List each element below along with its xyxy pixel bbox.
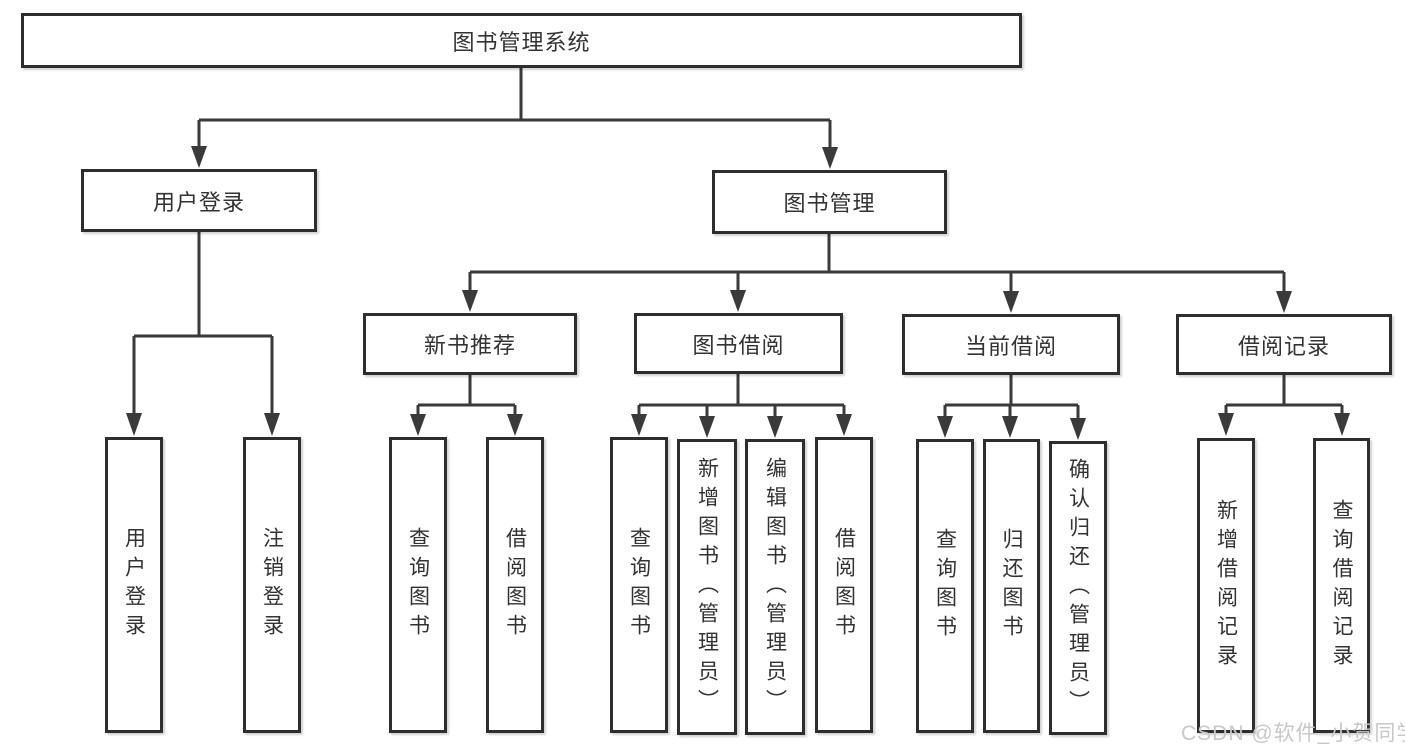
arrowhead <box>410 414 426 436</box>
arrowhead <box>822 147 838 169</box>
node-label: 图书管理系统 <box>452 29 591 55</box>
arrowhead <box>1334 413 1350 436</box>
node-label: 当前借阅 <box>964 333 1057 359</box>
node-label: 图书借阅 <box>692 332 785 358</box>
node-root-system: 图书管理系统 <box>21 13 1022 68</box>
edge-new-books-branch <box>416 375 517 416</box>
node-label: 查询图书 <box>627 527 651 643</box>
node-borrowing-records: 借阅记录 <box>1176 314 1392 375</box>
arrowhead <box>264 413 280 436</box>
node-label: 归还图书 <box>1000 528 1023 644</box>
leaf-user-login: 用户登录 <box>105 437 163 733</box>
node-label: 查询图书 <box>406 527 430 643</box>
leaf-edit-books-admin: 编辑图书（管理员） <box>745 439 805 735</box>
arrowhead <box>937 416 953 438</box>
edge-book-mgmt-branch <box>468 234 1286 293</box>
node-label: 新增借阅记录 <box>1214 498 1238 673</box>
node-label: 图书管理 <box>783 191 876 216</box>
arrowhead <box>699 416 715 438</box>
arrowhead <box>507 414 523 436</box>
node-label: 新增图书（管理员） <box>695 456 719 718</box>
node-label: 查询借阅记录 <box>1330 498 1353 673</box>
arrowhead <box>631 414 647 436</box>
leaf-borrow-books: 借阅图书 <box>815 437 873 733</box>
edge-user-login-branch <box>132 232 274 415</box>
edge-borrow-records-branch <box>1224 375 1344 415</box>
arrowhead <box>1276 291 1292 313</box>
node-label: 查询图书 <box>933 528 957 644</box>
arrowhead <box>730 290 746 312</box>
node-user-login-module: 用户登录 <box>81 169 317 232</box>
arrowhead <box>462 290 478 312</box>
leaf-confirm-return-admin: 确认归还（管理员） <box>1049 441 1107 735</box>
node-label: 注销登录 <box>260 527 284 643</box>
node-label: 用户登录 <box>152 189 245 215</box>
leaf-add-borrow-record: 新增借阅记录 <box>1197 438 1255 733</box>
node-label: 确认归还（管理员） <box>1066 457 1090 719</box>
leaf-add-books-admin: 新增图书（管理员） <box>677 439 737 735</box>
node-label: 借阅图书 <box>832 527 856 643</box>
node-book-borrowing: 图书借阅 <box>634 313 843 374</box>
node-book-management: 图书管理 <box>712 170 947 234</box>
edge-book-borrow-branch <box>637 374 846 417</box>
edge-root-to-level2 <box>197 68 832 148</box>
csdn-watermark: CSDN @软件_小贺同学 <box>1181 722 1405 745</box>
arrowhead <box>1002 416 1018 438</box>
arrowhead <box>1218 413 1234 436</box>
leaf-query-books-current: 查询图书 <box>916 439 974 733</box>
node-current-borrowing: 当前借阅 <box>902 314 1120 375</box>
node-label: 编辑图书（管理员） <box>763 456 787 718</box>
leaf-logout: 注销登录 <box>243 437 301 733</box>
node-label: 借阅图书 <box>503 527 527 643</box>
edge-current-borrow-branch <box>943 375 1080 419</box>
node-label: 借阅记录 <box>1237 333 1330 359</box>
node-new-book-recommend: 新书推荐 <box>363 313 577 375</box>
leaf-query-books-recommend: 查询图书 <box>389 437 447 733</box>
leaf-borrow-books-recommend: 借阅图书 <box>486 437 544 733</box>
node-label: 用户登录 <box>122 527 146 643</box>
arrowhead <box>767 416 783 438</box>
arrowhead <box>1003 291 1019 313</box>
leaf-query-books-borrow: 查询图书 <box>610 437 668 733</box>
arrowhead <box>836 414 852 436</box>
arrowhead <box>1070 418 1086 440</box>
node-label: 新书推荐 <box>423 333 516 358</box>
arrowhead <box>191 146 207 168</box>
arrowhead <box>126 413 142 436</box>
leaf-return-books: 归还图书 <box>983 439 1040 733</box>
leaf-query-borrow-record: 查询借阅记录 <box>1313 438 1370 733</box>
